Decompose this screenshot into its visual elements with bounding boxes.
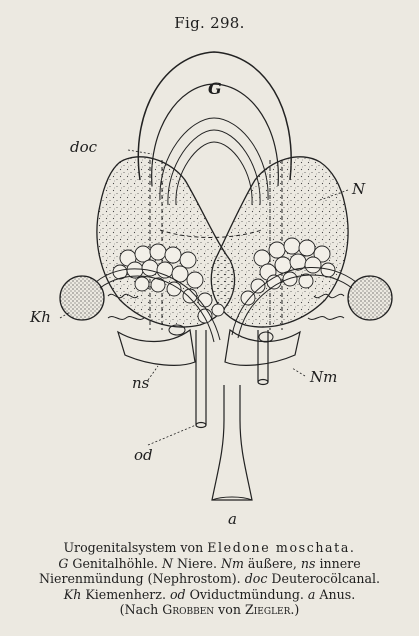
label-a: a <box>228 510 237 528</box>
label-od: od <box>134 446 153 464</box>
caption-line-4: Kh Kiemenherz. od Oviductmündung. a Anus… <box>14 587 405 603</box>
caption-line-5: (Nach Grobben von Ziegler.) <box>14 602 405 618</box>
label-doc: doc <box>70 138 98 156</box>
anal-tube <box>212 385 252 500</box>
kidney-right <box>211 157 348 327</box>
branchial-heart-left <box>60 276 104 320</box>
figure-caption: Urogenitalsystem von Eledone moschata. G… <box>14 540 405 618</box>
anatomical-illustration: G doc N Kh ns Nm od a <box>0 0 419 530</box>
caption-line-2: G Genitalhöhle. N Niere. Nm äußere, ns i… <box>14 556 405 572</box>
kidney-left <box>97 157 235 327</box>
label-N: N <box>351 180 366 198</box>
caption-line-1: Urogenitalsystem von Eledone moschata. <box>14 540 405 556</box>
label-ns: ns <box>132 374 150 392</box>
caption-line-3: Nierenmündung (Nephrostom). doc Deuteroc… <box>14 571 405 587</box>
branchial-heart-right <box>348 276 392 320</box>
label-G: G <box>208 79 222 98</box>
label-Kh: Kh <box>29 308 51 326</box>
label-Nm: Nm <box>309 368 337 386</box>
